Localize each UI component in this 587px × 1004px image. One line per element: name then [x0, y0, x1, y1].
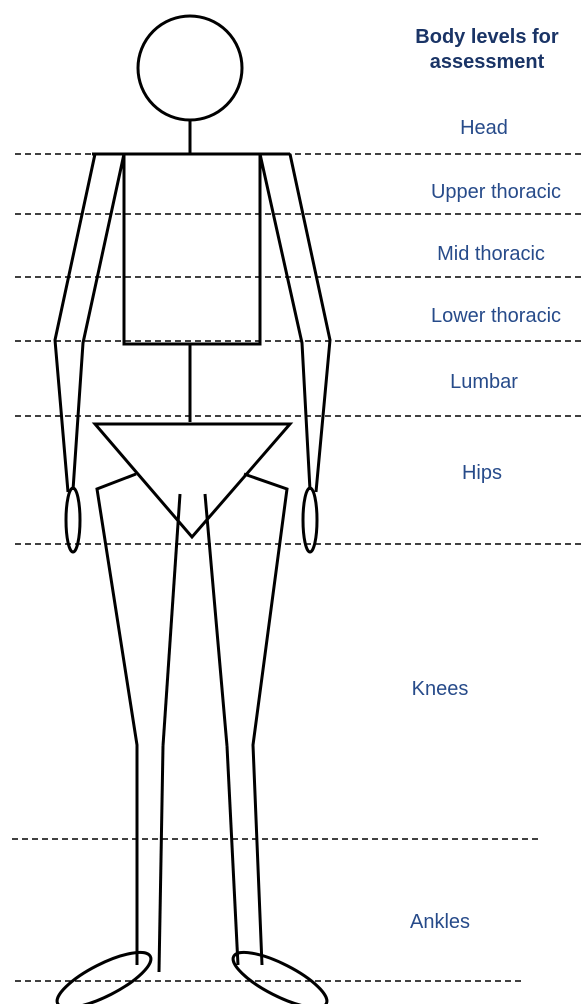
figure-left-hand — [66, 488, 80, 552]
diagram-title-line-2: assessment — [378, 50, 587, 74]
figure-right-foot — [226, 942, 333, 1004]
level-label-head: Head — [364, 116, 587, 140]
figure-right-hand — [303, 488, 317, 552]
level-label-knees: Knees — [320, 677, 560, 701]
level-label-hips: Hips — [362, 461, 587, 485]
figure-left-leg-inner — [163, 494, 180, 746]
level-label-ankles: Ankles — [320, 910, 560, 934]
figure-right-arm-inner — [260, 154, 310, 490]
figure-right-arm-outer — [290, 154, 330, 492]
level-label-lumbar: Lumbar — [364, 370, 587, 394]
stick-figure — [50, 16, 333, 1004]
figure-right-shin-inner — [227, 746, 238, 965]
figure-right-leg-inner — [205, 494, 227, 746]
figure-left-foot — [50, 942, 157, 1004]
figure-left-leg-outer — [97, 474, 137, 965]
level-label-mid-thoracic: Mid thoracic — [371, 242, 587, 266]
level-label-upper-thoracic: Upper thoracic — [376, 180, 587, 204]
level-label-lower-thoracic: Lower thoracic — [376, 304, 587, 328]
figure-head — [138, 16, 242, 120]
diagram-title-line-1: Body levels for — [378, 25, 587, 49]
figure-left-arm-inner — [73, 154, 124, 490]
figure-right-leg-outer — [244, 474, 287, 965]
figure-torso — [124, 154, 260, 344]
figure-left-shin-inner — [159, 746, 163, 972]
